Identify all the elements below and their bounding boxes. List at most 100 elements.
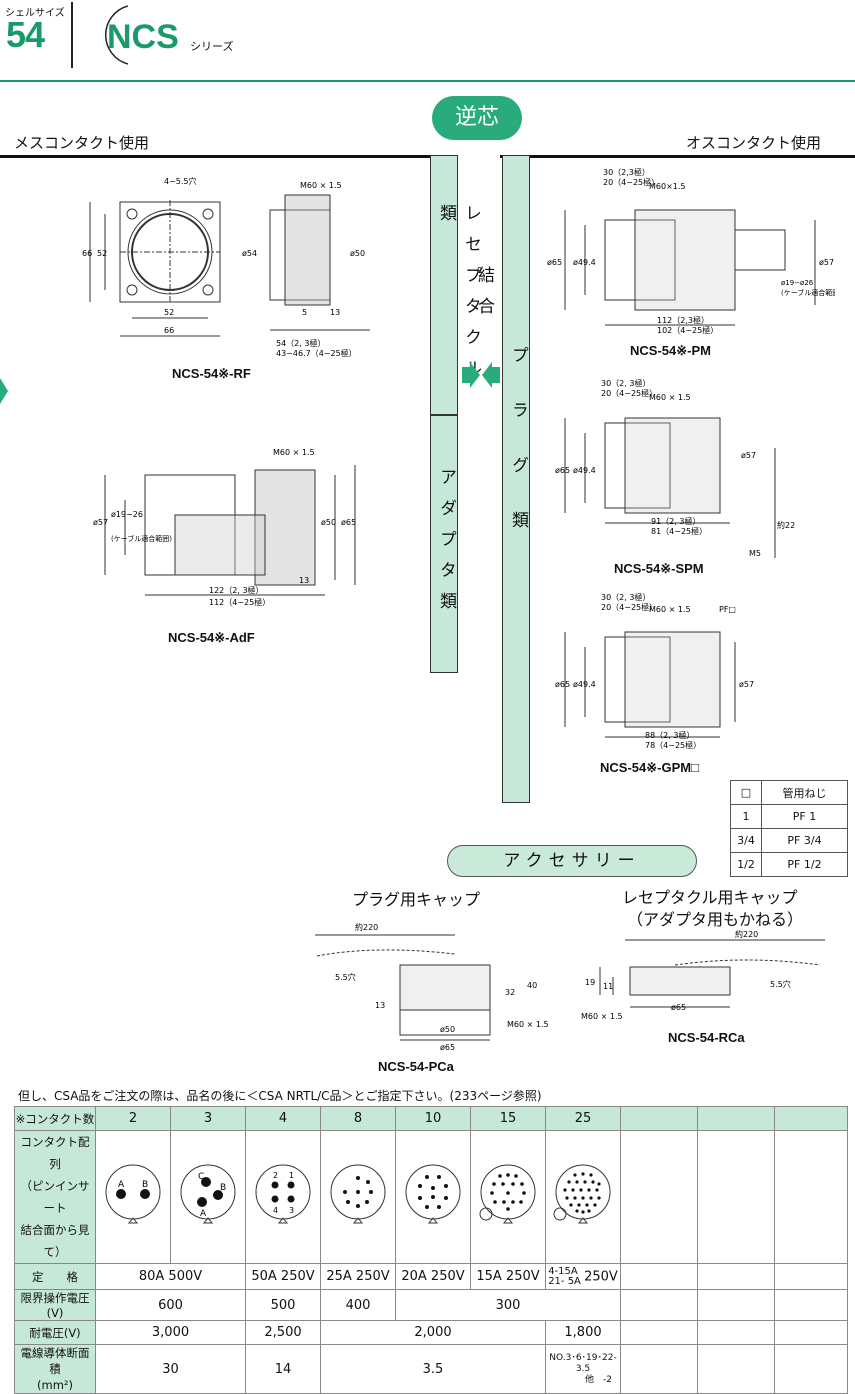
pin-layout-3-icon: C B A [180,1164,236,1224]
adf-label: NCS-54※-AdF [168,630,255,645]
rf-dim-1: 4−5.5穴 [164,176,197,186]
empty-cell [620,1106,698,1131]
pin-label: B [142,1180,148,1190]
adf-dim-2: ø57 [93,518,108,527]
gpm-dim-9: 78（4−25極） [645,740,701,750]
gpm-drawing: 30（2, 3極） 20（4−25極） M60 × 1.5 PF□ ø65 ø4… [555,592,754,750]
empty-cell [697,1130,775,1264]
pm-dim-9: 112（2,3極） [657,315,709,325]
spm-dim-4: ø65 [555,466,570,475]
wire-area-label: 電線導体断面積 (mm²) [14,1344,96,1394]
rating-cell: 50A 250V [245,1263,321,1290]
wire-area-cell-25: NO.3･6･19･22-3.5 他 -2 [545,1344,621,1394]
rf-drawing: 4−5.5穴 M60 × 1.5 66 52 52 66 ø54 ø50 5 1… [82,176,370,358]
pm-label: NCS-54※-PM [630,343,711,358]
receptacle-bar: レセプタクル類 [430,155,481,415]
pm-dim-6: ø19−ø26 [781,279,814,287]
spm-dim-5: ø49.4 [573,466,596,475]
pin-layout-15-icon [479,1164,536,1224]
pin-label: 4 [273,1206,278,1215]
spm-drawing: 30（2, 3極） 20（4−25極） M60 × 1.5 ø65 ø49.4 … [555,378,795,558]
rating-25-voltage: 250V [584,1269,618,1284]
empty-cell [774,1130,848,1264]
limit-voltage-cell: 500 [245,1289,321,1321]
rf-dim-9: 5 [302,308,307,317]
pca-label: NCS-54-PCa [378,1059,454,1074]
rating-label: 定 格 [14,1263,96,1290]
contacts-cell: 8 [320,1106,396,1131]
pf-cell: 1/2 [730,852,762,877]
pca-dim-7: ø65 [440,1043,455,1052]
layout-row: コンタクト配列 （ピンインサート 結合面から見て） A B C B A [14,1130,848,1264]
limit-voltage-label: 限界操作電圧(V) [14,1289,96,1321]
empty-cell [620,1263,698,1290]
pf-cell: 1 [730,804,762,829]
wire-area-row: 電線導体断面積 (mm²) 30 14 3.5 NO.3･6･19･22-3.5… [14,1344,848,1394]
left-rule [0,155,432,158]
mating-label: 結合 [474,266,494,328]
wire-area-cell: 3.5 [320,1344,546,1394]
empty-cell [774,1263,848,1290]
wire-area-label-line: (mm²) [37,1378,73,1392]
header-divider [0,80,855,82]
pca-dim-3: 13 [375,1001,385,1010]
wire-25-line: NO.3･6･19･22-3.5 [549,1352,617,1374]
gpm-dim-5: ø65 [555,680,570,689]
rca-dim-2: 19 [585,978,595,987]
spm-dim-9: 81（4−25極） [651,526,707,536]
empty-cell [774,1320,848,1345]
rca-dim-5: ø65 [671,1003,686,1012]
spm-dim-8: 91（2, 3極） [651,516,700,526]
withstand-cell: 2,000 [320,1320,546,1345]
pca-dim-8: M60 × 1.5 [507,1020,549,1029]
csa-note: 但し、CSA品をご注文の際は、品名の後に＜CSA NRTL/C品＞とご指定下さい… [18,1089,542,1103]
adf-dim-5: ø50 [321,518,336,527]
accessory-title: アクセサリー [447,845,697,877]
pca-dim-5: 40 [527,981,537,990]
contacts-cell: 25 [545,1106,621,1131]
contacts-cell: 10 [395,1106,471,1131]
rca-dim-1: 約220 [735,929,758,939]
adf-dim-4: (ケーブル適合範囲) [111,534,172,543]
reverse-core-badge: 逆芯 [432,96,522,140]
pin-layout-4-icon: 2 1 4 3 [255,1164,311,1224]
wire-area-cell: 14 [245,1344,321,1394]
rf-dim-7: ø54 [242,249,257,258]
left-heading: メスコンタクト使用 [14,134,150,152]
adf-drawing: M60 × 1.5 ø57 ø19−26 (ケーブル適合範囲) ø50 ø65 … [93,448,356,607]
rf-dim-11: 54（2, 3極） [276,338,325,348]
spm-label: NCS-54※-SPM [614,561,704,576]
series-name: NCS [107,18,179,56]
pin-label: 1 [289,1171,294,1180]
rating-cell: 15A 250V [470,1263,546,1290]
empty-cell [697,1289,775,1321]
withstand-cell: 3,000 [95,1320,246,1345]
gpm-dim-1: 30（2, 3極） [601,592,650,602]
rf-dim-8: ø50 [350,249,365,258]
rating-row: 定 格 80A 500V 50A 250V 25A 250V 20A 250V … [14,1263,848,1290]
withstand-row: 耐電圧(V) 3,000 2,500 2,000 1,800 [14,1320,848,1345]
contacts-cell: 15 [470,1106,546,1131]
rf-dim-4: 52 [97,249,107,258]
rating-25-line: 4-15A [548,1265,578,1277]
pf-cell: PF 1 [761,804,848,829]
spm-dim-1: 30（2, 3極） [601,378,650,388]
gpm-dim-7: ø57 [739,680,754,689]
spm-dim-7: 約220 [777,520,795,530]
series-suffix: シリーズ [190,40,234,53]
withstand-cell: 1,800 [545,1320,621,1345]
rf-label: NCS-54※-RF [172,366,251,381]
pf-header-cell: 管用ねじ [761,780,848,805]
withstand-label: 耐電圧(V) [14,1320,96,1345]
wire-area-cell: 30 [95,1344,246,1394]
pf-table-header: □ 管用ねじ [730,780,848,805]
adf-dim-1: M60 × 1.5 [273,448,315,457]
pf-thread-table: □ 管用ねじ 1 PF 1 3/4 PF 3/4 1/2 PF 1/2 [730,780,848,877]
empty-cell [774,1106,848,1131]
pin-layout-25-icon [553,1164,611,1224]
rf-dim-2: M60 × 1.5 [300,181,342,190]
pca-dim-6: ø50 [440,1025,455,1034]
pf-cell: PF 3/4 [761,828,848,853]
layout-cell-2: A B [95,1130,171,1264]
layout-cell-10 [395,1130,471,1264]
